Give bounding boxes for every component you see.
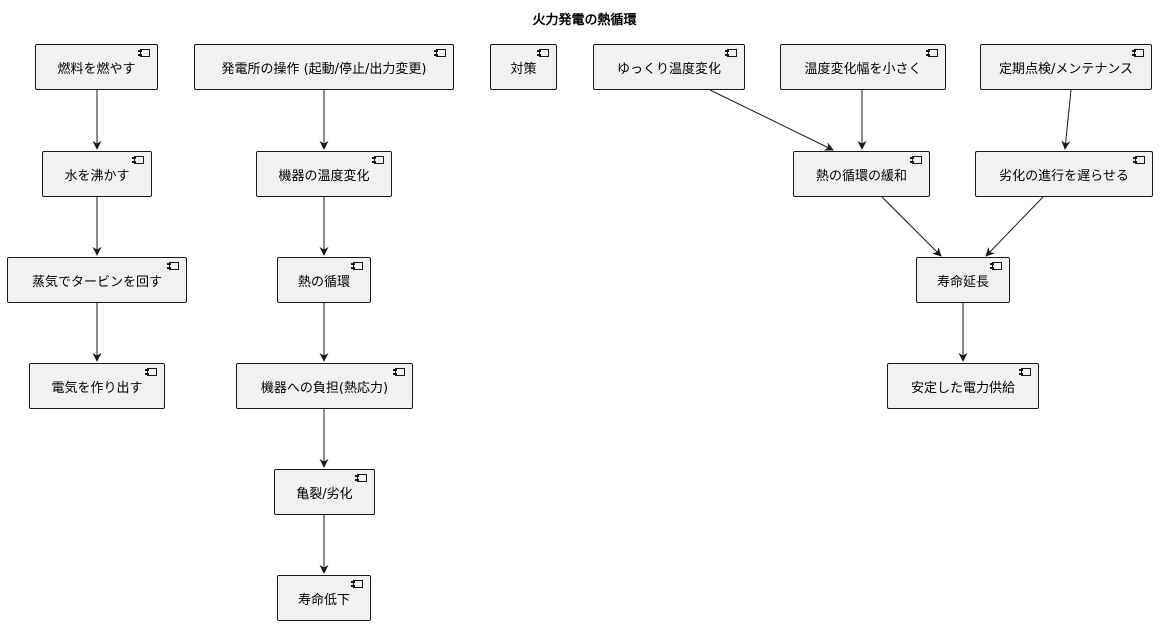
node-taisaku: 対策 <box>490 44 557 90</box>
component-icon <box>926 49 939 58</box>
node-encho: 寿命延長 <box>916 257 1010 303</box>
edge-tenken-to-okuraseru <box>1061 89 1072 150</box>
node-label: 蒸気でタービンを回す <box>31 274 162 290</box>
component-icon <box>372 156 385 165</box>
node-label: 安定した電力供給 <box>910 380 1015 396</box>
node-ondo: 機器の温度変化 <box>256 151 392 197</box>
node-label: 電気を作り出す <box>51 380 143 396</box>
node-joki: 蒸気でタービンを回す <box>7 257 187 303</box>
edge-okuraseru-to-encho <box>985 196 1044 257</box>
node-label: 機器の温度変化 <box>278 168 370 184</box>
node-kiretsu: 亀裂/劣化 <box>274 469 375 515</box>
node-denki: 電気を作り出す <box>29 363 165 409</box>
component-icon <box>138 49 151 58</box>
component-icon <box>434 49 447 58</box>
node-label: 定期点検/メンテナンス <box>998 61 1134 77</box>
node-haba: 温度変化幅を小さく <box>780 44 946 90</box>
node-okuraseru: 劣化の進行を遅らせる <box>975 151 1153 197</box>
component-icon <box>725 49 738 58</box>
node-label: 機器への負担(熱応力) <box>260 380 389 396</box>
component-icon <box>351 262 364 271</box>
component-icon <box>393 368 406 377</box>
component-icon <box>1019 368 1032 377</box>
node-label: 劣化の進行を遅らせる <box>999 168 1129 184</box>
node-label: 発電所の操作 (起動/停止/出力変更) <box>221 61 427 77</box>
component-icon <box>537 49 550 58</box>
component-icon <box>351 580 364 589</box>
node-nenryo: 燃料を燃やす <box>35 44 158 90</box>
edge-yukkuri-to-kanwa <box>709 89 834 151</box>
edge-kanwa-to-encho <box>881 196 942 257</box>
node-yukkuri: ゆっくり温度変化 <box>593 44 745 90</box>
node-label: 熱の循環の緩和 <box>815 168 907 184</box>
node-label: 寿命低下 <box>297 592 350 608</box>
component-icon <box>1132 49 1145 58</box>
component-icon <box>910 156 923 165</box>
component-icon <box>167 262 180 271</box>
node-label: 亀裂/劣化 <box>296 486 353 502</box>
node-antei: 安定した電力供給 <box>887 363 1039 409</box>
node-sosa: 発電所の操作 (起動/停止/出力変更) <box>194 44 454 90</box>
node-futan: 機器への負担(熱応力) <box>236 363 413 409</box>
node-label: 水を沸かす <box>64 168 130 184</box>
component-icon <box>132 156 145 165</box>
node-kanwa: 熱の循環の緩和 <box>793 151 930 197</box>
node-label: 温度変化幅を小さく <box>804 61 922 77</box>
node-teika: 寿命低下 <box>277 575 371 621</box>
node-junkan: 熱の循環 <box>277 257 371 303</box>
component-icon <box>355 474 368 483</box>
diagram-title: 火力発電の熱循環 <box>532 13 637 28</box>
component-icon <box>145 368 158 377</box>
node-label: 寿命延長 <box>936 274 989 290</box>
node-label: 熱の循環 <box>297 274 350 290</box>
component-icon <box>990 262 1003 271</box>
node-label: 対策 <box>510 61 537 77</box>
node-label: 燃料を燃やす <box>57 61 136 77</box>
component-icon <box>1133 156 1146 165</box>
node-tenken: 定期点検/メンテナンス <box>980 44 1152 90</box>
node-mizu: 水を沸かす <box>42 151 152 197</box>
node-label: ゆっくり温度変化 <box>616 61 721 77</box>
